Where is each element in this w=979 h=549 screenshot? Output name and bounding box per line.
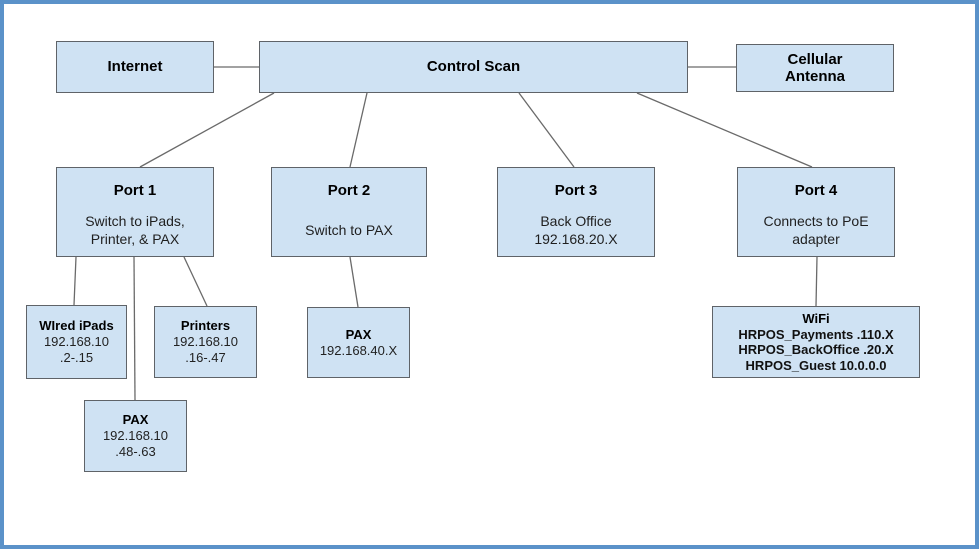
node-port1: Port 1 Switch to iPads, Printer, & PAX (56, 167, 214, 257)
node-control-scan: Control Scan (259, 41, 688, 93)
connector-port1-wiredipads (73, 256, 77, 306)
node-wifi-label: WiFi (802, 311, 830, 326)
connector-port4-wifi (815, 256, 818, 307)
connector-controlscan-port3 (518, 92, 575, 168)
node-wifi: WiFi HRPOS_Payments .110.X HRPOS_BackOff… (712, 306, 920, 378)
node-port3-line2: 192.168.20.X (534, 231, 618, 247)
node-pax-switch: PAX 192.168.10 .48-.63 (84, 400, 187, 472)
connector-lines (73, 66, 818, 401)
node-pax-port2-label: PAX (345, 326, 372, 342)
node-wifi-line1: HRPOS_Payments .110.X (738, 326, 894, 342)
node-cellular-antenna: Cellular Antenna (736, 44, 894, 92)
node-wired-ipads-label: WIred iPads (39, 318, 114, 333)
node-port1-line2: Printer, & PAX (90, 231, 180, 247)
node-pax-port2-line1: 192.168.40.X (319, 342, 398, 358)
node-internet-label: Internet (107, 58, 163, 75)
node-port1-line1: Switch to iPads, (85, 213, 185, 229)
node-port4-line2: adapter (792, 231, 840, 247)
connector-port1-printers (183, 256, 208, 307)
node-wifi-line2: HRPOS_BackOffice .20.X (738, 342, 894, 357)
node-wifi-line3: HRPOS_Guest 10.0.0.0 (745, 357, 887, 373)
node-cellular-antenna-label: Cellular Antenna (785, 51, 845, 85)
node-wired-ipads-line2: .2-.15 (59, 350, 94, 365)
connector-port1-pax (133, 256, 136, 401)
connector-controlscan-port4 (636, 92, 813, 168)
node-printers-label: Printers (180, 318, 231, 333)
node-port2: Port 2 Switch to PAX (271, 167, 427, 257)
node-pax-switch-line2: .48-.63 (115, 444, 156, 459)
connector-controlscan-port2 (349, 92, 368, 168)
node-pax-port2: PAX 192.168.40.X (307, 307, 410, 378)
node-port3: Port 3 Back Office 192.168.20.X (497, 167, 655, 257)
node-internet: Internet (56, 41, 214, 93)
node-port4-label: Port 4 (794, 182, 838, 199)
node-printers-line2: .16-.47 (185, 350, 226, 365)
node-wired-ipads-line1: 192.168.10 (43, 334, 110, 349)
node-port3-line1: Back Office (540, 213, 612, 229)
node-printers: Printers 192.168.10 .16-.47 (154, 306, 257, 378)
node-printers-line1: 192.168.10 (172, 334, 239, 349)
node-port3-label: Port 3 (554, 182, 598, 199)
node-pax-switch-line1: 192.168.10 (102, 428, 169, 443)
node-port4-line1: Connects to PoE (763, 213, 869, 229)
node-pax-switch-label: PAX (122, 412, 149, 427)
node-port4: Port 4 Connects to PoE adapter (737, 167, 895, 257)
node-port2-line1: Switch to PAX (305, 222, 393, 238)
node-port1-label: Port 1 (113, 182, 157, 199)
connector-port2-pax (349, 256, 359, 308)
node-control-scan-label: Control Scan (426, 58, 521, 75)
node-port2-label: Port 2 (327, 182, 371, 199)
connector-controlscan-port1 (139, 92, 275, 168)
node-wired-ipads: WIred iPads 192.168.10 .2-.15 (26, 305, 127, 379)
